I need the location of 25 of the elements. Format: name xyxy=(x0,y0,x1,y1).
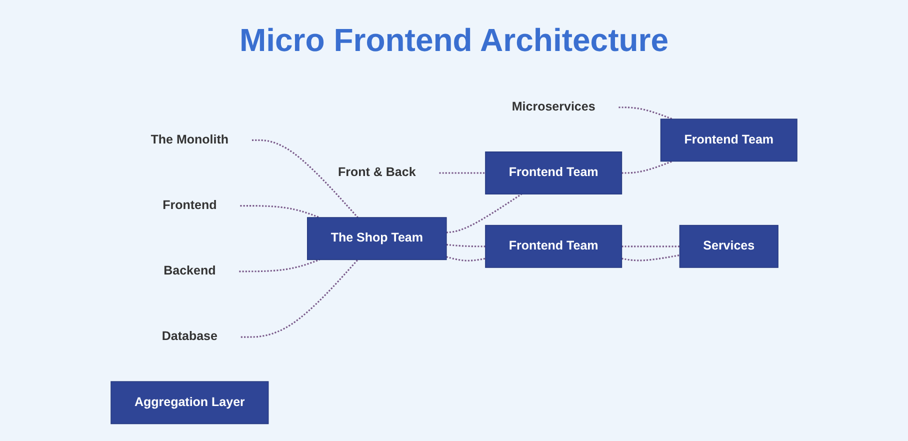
node-box: Frontend Team xyxy=(485,224,622,268)
connector xyxy=(446,244,486,248)
diagram-title: Micro Frontend Architecture xyxy=(238,22,670,59)
node-box: Aggregation Layer xyxy=(110,381,269,424)
node-box: The Shop Team xyxy=(307,217,447,260)
node-box: Frontend Team xyxy=(660,118,798,162)
connector xyxy=(252,139,358,218)
node-text: Database xyxy=(162,330,218,344)
node-text: Frontend xyxy=(162,198,217,212)
connector xyxy=(618,106,673,120)
connector xyxy=(446,193,522,234)
node-box: Frontend Team xyxy=(485,151,622,194)
connector xyxy=(240,205,320,218)
node-box: Services xyxy=(679,224,778,268)
node-text: Backend xyxy=(164,264,216,278)
connector xyxy=(622,160,673,174)
connector xyxy=(446,256,486,262)
connector xyxy=(622,246,680,248)
connector xyxy=(239,258,320,272)
connector xyxy=(439,172,486,174)
node-text: The Monolith xyxy=(150,133,229,146)
node-text: Microservices xyxy=(512,100,596,114)
connector xyxy=(622,254,680,262)
connector xyxy=(240,259,358,338)
node-text: Front & Back xyxy=(338,166,416,180)
